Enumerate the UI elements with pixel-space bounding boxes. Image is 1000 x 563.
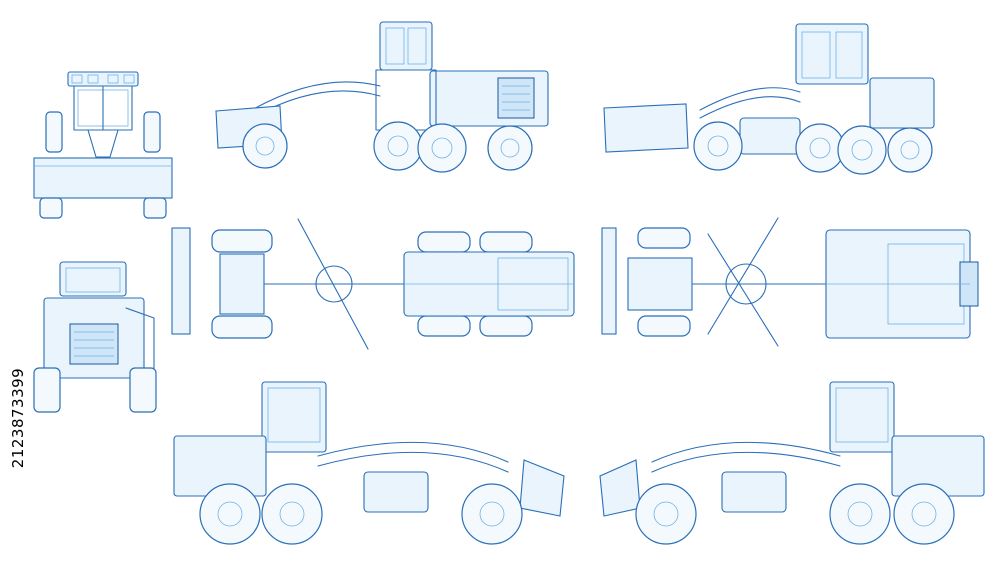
top-view-left: [171, 218, 575, 350]
side-view-right: [599, 381, 985, 545]
three-quarter-right-view: [603, 23, 935, 175]
three-quarter-left-view: [215, 21, 549, 173]
side-view-left: [173, 381, 565, 545]
top-view-right: [601, 217, 979, 347]
stock-id-text: 2123873399: [9, 367, 27, 469]
stock-id-label: 2123873399: [9, 318, 27, 518]
rear-view: [33, 261, 157, 413]
front-view: [33, 71, 173, 219]
